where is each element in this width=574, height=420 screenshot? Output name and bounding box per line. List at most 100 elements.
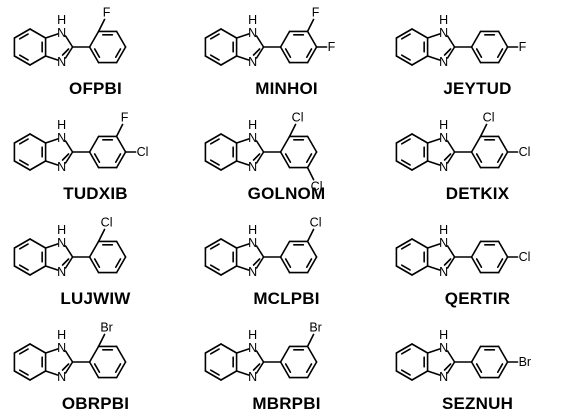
benzo-ring-double-bond [209,33,220,40]
imidazole-bond [64,35,74,48]
phenyl-ring-bond [497,135,509,153]
imidazole-bond [64,46,74,59]
phenyl-ring-double-bond [475,363,483,374]
atom-label-nh-n: N [439,131,448,145]
benzo-ring-bond [411,370,429,381]
phenyl-ring-double-bond [284,48,292,59]
substituent-br-label: Br [519,355,532,369]
imidazole-bond [44,348,59,354]
atom-label-nh-n: N [57,236,66,250]
substituent-cl-label: Cl [519,250,531,264]
phenyl-ring-bond [115,256,127,274]
benzo-ring-bond [411,238,429,249]
phenyl-ring-bond [306,256,318,274]
benzo-ring-bond [411,133,429,144]
atom-label-imine-n: N [248,370,257,384]
phenyl-ring-bond [279,345,291,363]
benzo-ring-bond [13,28,31,39]
imidazole-bond [44,55,59,61]
substituent-f-label: F [519,40,527,54]
phenyl-ring-bond [470,151,482,169]
benzo-ring-bond [411,265,429,276]
benzo-ring-bond [395,28,413,39]
benzo-ring-bond [204,160,222,171]
atom-label-nh-n: N [248,131,257,145]
phenyl-ring-double-bond [496,258,504,269]
phenyl-ring-bond [115,46,127,64]
benzo-ring-bond [395,370,413,381]
benzo-ring-bond [204,370,222,381]
phenyl-ring-bond [279,361,291,379]
imidazole-bond [255,46,265,59]
phenyl-ring-bond [497,361,509,379]
benzo-ring-bond [395,343,413,354]
benzo-ring-double-bond [18,54,29,61]
imidazole-bond [446,46,456,59]
imidazole-bond [446,35,456,48]
imidazole-bond [235,33,250,39]
benzo-ring-bond [411,160,429,171]
imidazole-double-bond [443,48,452,56]
phenyl-ring-bond [88,135,100,153]
benzo-ring-double-bond [18,138,29,145]
benzo-ring-bond [411,343,429,354]
benzo-ring-bond [204,343,222,354]
imidazole-double-bond [443,363,452,371]
atom-label-imine-n: N [248,265,257,279]
benzo-ring-bond [220,343,238,354]
imidazole-double-bond [61,153,70,161]
atom-label-nh-h: H [57,13,66,27]
compound-code-label: QERTIR [444,289,511,308]
phenyl-ring-double-bond [114,363,122,374]
benzo-ring-bond [220,28,238,39]
phenyl-ring-bond [88,361,100,379]
phenyl-ring-bond [88,256,100,274]
imidazole-bond [255,256,265,269]
imidazole-bond [235,348,250,354]
benzo-ring-bond [220,370,238,381]
phenyl-ring-bond [279,46,291,64]
phenyl-ring-double-bond [496,363,504,374]
phenyl-ring-bond [306,151,318,169]
phenyl-ring-bond [115,361,127,379]
imidazole-bond [255,140,265,153]
imidazole-bond [235,265,250,271]
benzo-ring-bond [29,238,47,249]
substituent-br-label: Br [309,320,322,334]
phenyl-ring-bond [115,345,127,363]
compound-code-label: OFPBI [69,79,122,98]
phenyl-ring-bond [470,46,482,64]
substituent-cl-label: Cl [519,145,531,159]
benzo-ring-double-bond [400,159,411,166]
benzo-ring-bond [29,160,47,171]
benzo-ring-bond [411,28,429,39]
imidazole-bond [426,265,441,271]
benzo-ring-bond [220,238,238,249]
imidazole-bond [446,140,456,153]
phenyl-ring-bond [470,30,482,48]
atom-label-nh-n: N [439,26,448,40]
atom-label-nh-h: H [248,328,257,342]
imidazole-bond [64,350,74,363]
phenyl-ring-bond [497,240,509,258]
benzo-ring-double-bond [209,369,220,376]
benzo-ring-bond [220,160,238,171]
phenyl-ring-bond [115,135,127,153]
phenyl-ring-bond [497,46,509,64]
imidazole-bond [235,55,250,61]
phenyl-ring-double-bond [284,258,292,269]
imidazole-bond [426,33,441,39]
phenyl-ring-double-bond [475,153,483,164]
imidazole-bond [64,140,74,153]
imidazole-bond [426,243,441,249]
phenyl-ring-double-bond [114,258,122,269]
imidazole-bond [255,350,265,363]
phenyl-ring-double-bond [93,363,101,374]
